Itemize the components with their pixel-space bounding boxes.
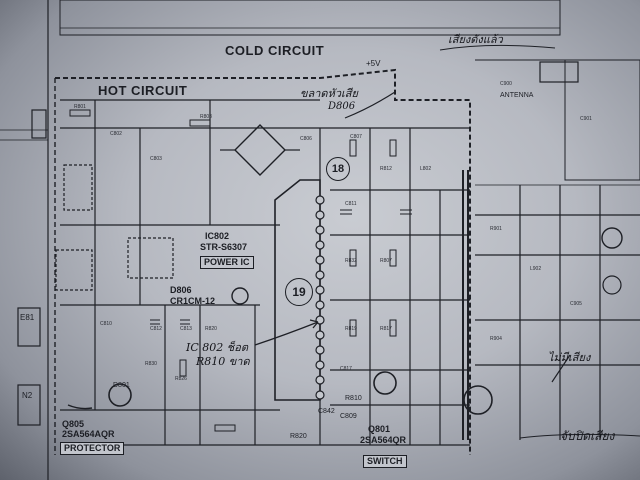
svg-text:R901: R901 bbox=[490, 226, 502, 232]
svg-text:R819: R819 bbox=[345, 326, 357, 332]
d806-label: D806 bbox=[170, 285, 192, 295]
svg-text:C901: C901 bbox=[580, 116, 592, 122]
svg-text:C806: C806 bbox=[300, 136, 312, 142]
r810-label: R810 bbox=[345, 395, 362, 402]
svg-text:C807: C807 bbox=[350, 134, 362, 140]
d801-label: D801 bbox=[113, 382, 130, 389]
svg-text:R817: R817 bbox=[380, 326, 392, 332]
handwritten-note-cold: เสียงดังแล้ว bbox=[448, 33, 503, 46]
svg-text:R826: R826 bbox=[175, 376, 187, 382]
svg-text:C817: C817 bbox=[340, 366, 352, 372]
v5-label: +5V bbox=[366, 59, 381, 68]
svg-text:C802: C802 bbox=[110, 131, 122, 137]
svg-text:C803: C803 bbox=[150, 156, 162, 162]
r820-label: R820 bbox=[290, 433, 307, 440]
top-box bbox=[59, 0, 561, 36]
svg-text:R832: R832 bbox=[345, 258, 357, 264]
svg-text:C810: C810 bbox=[100, 321, 112, 327]
svg-text:R830: R830 bbox=[145, 361, 157, 367]
ic-ref: IC802 bbox=[205, 231, 230, 241]
q805-label: Q805 bbox=[62, 419, 85, 429]
hot-circuit-label: HOT CIRCUIT bbox=[98, 83, 188, 98]
power-ic-box: POWER IC bbox=[200, 256, 254, 269]
svg-text:R904: R904 bbox=[490, 336, 502, 342]
svg-text:R820: R820 bbox=[205, 326, 217, 332]
svg-text:C813: C813 bbox=[180, 326, 192, 332]
handwritten-note-ic802: IC 802 ช็อต bbox=[186, 341, 248, 354]
svg-text:C812: C812 bbox=[150, 326, 162, 332]
q801-part: 2SA564QR bbox=[360, 435, 407, 445]
e81-label: E81 bbox=[20, 313, 35, 322]
ic-number-main: 19 bbox=[285, 278, 313, 306]
ic-part: STR-S6307 bbox=[200, 242, 248, 252]
svg-text:R807: R807 bbox=[380, 258, 392, 264]
svg-text:R801: R801 bbox=[74, 104, 86, 110]
ic-number-top: 18 bbox=[326, 157, 350, 181]
svg-text:C905: C905 bbox=[570, 301, 582, 307]
svg-text:L902: L902 bbox=[530, 266, 541, 272]
switch-box: SWITCH bbox=[363, 455, 407, 468]
svg-text:L802: L802 bbox=[420, 166, 431, 172]
cold-circuit-label: COLD CIRCUIT bbox=[225, 43, 325, 58]
c842-label: C842 bbox=[318, 408, 335, 415]
n2-label: N2 bbox=[22, 391, 33, 400]
transistor-q801 bbox=[373, 371, 397, 395]
q801-label: Q801 bbox=[368, 424, 391, 434]
svg-text:R812: R812 bbox=[380, 166, 392, 172]
thyristor-d806 bbox=[231, 287, 249, 305]
hot-cold-boundary bbox=[55, 68, 471, 455]
transistor-q805 bbox=[108, 383, 132, 407]
transistor-right bbox=[463, 385, 493, 415]
protector-box: PROTECTOR bbox=[60, 442, 125, 455]
d806-part: CR1CM-12 bbox=[170, 296, 216, 306]
antenna-label: ANTENNA bbox=[500, 92, 534, 99]
handwritten-note-d806: D806 bbox=[328, 101, 356, 112]
handwritten-note-bottom-right: จับปิดเสียง bbox=[560, 429, 615, 443]
handwritten-note-right: ไม่มีเสียง bbox=[548, 351, 591, 364]
handwritten-note-top: ขลาดหัวเสีย bbox=[300, 87, 358, 100]
q805-part: 2SA564AQR bbox=[62, 429, 115, 439]
bridge-rectifier bbox=[234, 124, 286, 176]
svg-text:C811: C811 bbox=[345, 201, 357, 207]
svg-text:R803: R803 bbox=[200, 114, 212, 120]
svg-text:C900: C900 bbox=[500, 81, 512, 87]
c809-label: C809 bbox=[340, 413, 357, 420]
handwritten-note-r810: R810 ขาด bbox=[196, 355, 250, 368]
